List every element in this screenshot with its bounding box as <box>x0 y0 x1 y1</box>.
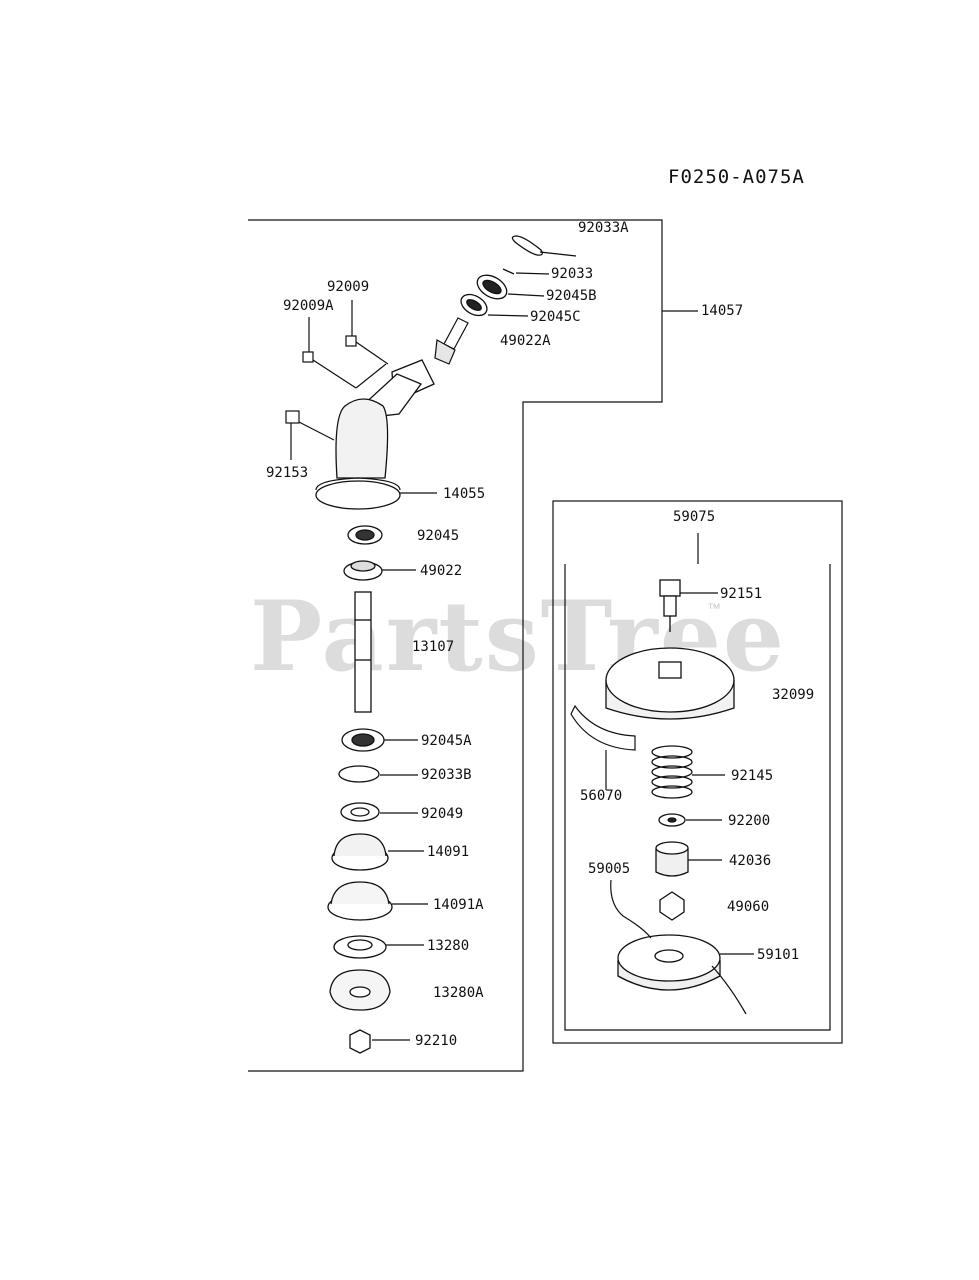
part-59101 <box>617 934 754 1015</box>
part-92033 <box>502 268 550 275</box>
part-56070 <box>570 704 636 790</box>
diagram-code: F0250-A075A <box>668 166 805 188</box>
part-13280A <box>329 969 391 1011</box>
part-label-59075: 59075 <box>673 509 716 525</box>
part-label-92033A: 92033A <box>578 220 629 236</box>
part-label-92151: 92151 <box>720 586 763 602</box>
part-label-92009A: 92009A <box>283 298 334 314</box>
part-13280 <box>333 935 424 959</box>
part-92200 <box>658 813 722 827</box>
part-49022A <box>434 317 469 365</box>
part-label-92033: 92033 <box>551 266 594 282</box>
part-92045 <box>347 525 383 545</box>
part-92151 <box>659 579 718 632</box>
part-label-42036: 42036 <box>729 853 772 869</box>
part-label-92045: 92045 <box>417 528 460 544</box>
part-42036 <box>655 841 722 877</box>
part-label-13280: 13280 <box>427 938 470 954</box>
part-92145 <box>651 745 725 799</box>
part-label-92033B: 92033B <box>421 767 472 783</box>
part-label-32099: 32099 <box>772 687 815 703</box>
part-label-13280A: 13280A <box>433 985 484 1001</box>
part-label-92145: 92145 <box>731 768 774 784</box>
part-49060 <box>659 891 685 921</box>
part-92009 <box>345 300 389 365</box>
part-92033A <box>511 235 577 257</box>
right-group-frame <box>552 500 843 1044</box>
part-label-14091A: 14091A <box>433 897 484 913</box>
part-label-56070: 56070 <box>580 788 623 804</box>
part-92049 <box>340 802 418 822</box>
part-92210 <box>349 1029 410 1054</box>
part-92045B <box>476 274 545 300</box>
part-92153 <box>285 410 335 460</box>
part-label-59005: 59005 <box>588 861 631 877</box>
trademark-mark: ™ <box>707 600 721 616</box>
part-92033B <box>338 765 418 783</box>
part-label-92045C: 92045C <box>530 309 581 325</box>
left-group-frame <box>248 219 663 1072</box>
part-14091A <box>327 881 428 921</box>
part-label-92045B: 92045B <box>546 288 597 304</box>
right-inner-frame <box>564 564 831 1031</box>
part-92009A <box>302 317 387 389</box>
part-label-13107: 13107 <box>412 639 455 655</box>
part-14055 <box>315 359 437 510</box>
part-92045A <box>341 728 418 752</box>
part-label-92153: 92153 <box>266 465 309 481</box>
part-label-49022: 49022 <box>420 563 463 579</box>
part-14091 <box>331 833 424 871</box>
part-label-92200: 92200 <box>728 813 771 829</box>
part-label-14057: 14057 <box>701 303 744 319</box>
part-label-92045A: 92045A <box>421 733 472 749</box>
part-label-92210: 92210 <box>415 1033 458 1049</box>
part-92045C <box>460 293 529 317</box>
part-label-14091: 14091 <box>427 844 470 860</box>
part-label-14055: 14055 <box>443 486 486 502</box>
part-label-49060: 49060 <box>727 899 770 915</box>
part-59005 <box>610 879 652 939</box>
part-label-59101: 59101 <box>757 947 800 963</box>
part-13107 <box>354 591 372 713</box>
part-label-92009: 92009 <box>327 279 370 295</box>
part-label-92049: 92049 <box>421 806 464 822</box>
part-49022 <box>343 560 416 581</box>
part-label-49022A: 49022A <box>500 333 551 349</box>
part-32099 <box>605 647 735 720</box>
